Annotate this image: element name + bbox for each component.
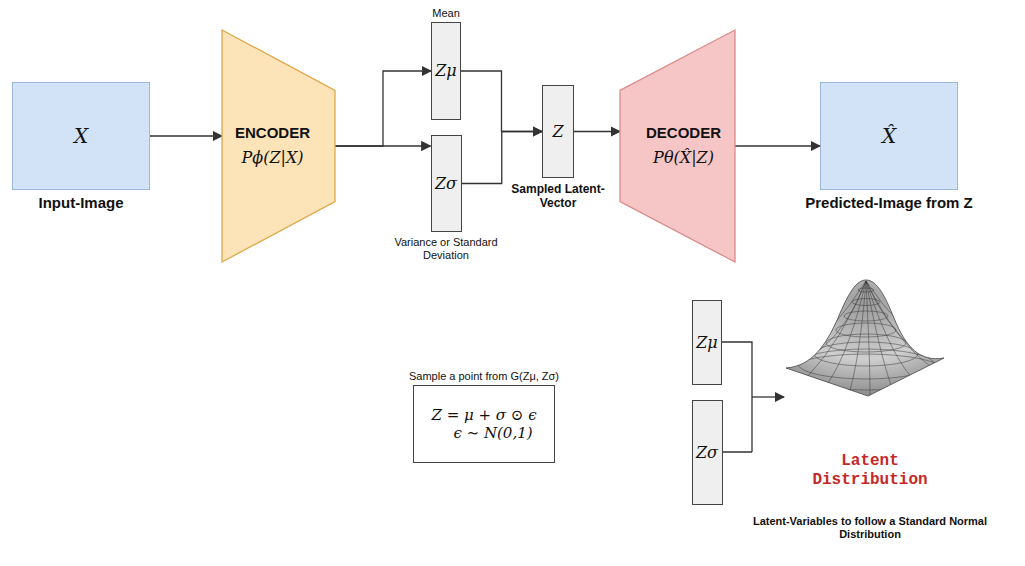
output-image-box: X̂Predicted-Image from Z	[820, 82, 958, 190]
decoder-title: DECODER	[646, 124, 721, 142]
flow-arrow	[335, 71, 431, 146]
flow-arrow	[462, 132, 543, 184]
input-caption: Input-Image	[1, 194, 161, 212]
decoder-trapezoid: DECODER Pθ(X̂|Z)	[620, 30, 735, 262]
flow-arrow	[150, 135, 222, 136]
sigma-symbol: Zσ	[696, 443, 718, 462]
flow-arrow	[574, 131, 620, 132]
distribution-title: Latent Distribution	[805, 452, 935, 490]
output-symbol: X̂	[882, 124, 896, 148]
input-symbol: X	[74, 124, 88, 148]
input-image-box: XInput-Image	[12, 82, 150, 190]
sigma-symbol: Zσ	[435, 174, 457, 193]
latent-vector-box: ZSampled Latent-Vector	[542, 85, 574, 178]
latent-caption: Sampled Latent-Vector	[504, 182, 612, 211]
flow-arrow	[735, 145, 820, 146]
trapezoid-outline	[222, 30, 335, 262]
mean-symbol: Zμ	[696, 333, 718, 352]
flow-arrow	[335, 145, 431, 146]
encoder-trapezoid: ENCODER Pϕ(Z|X)	[222, 30, 335, 262]
mean-vector-box: Zμ	[692, 300, 722, 385]
reparam-formula: Z = μ + σ ⊙ ϵ	[431, 406, 536, 424]
trapezoid-outline	[620, 30, 735, 262]
decoder-formula: Pθ(X̂|Z)	[653, 148, 714, 167]
encoder-title: ENCODER	[235, 124, 310, 142]
sigma-caption: Variance or Standard Deviation	[390, 236, 502, 262]
gaussian-surface	[786, 280, 946, 396]
sampling-caption: Sample a point from G(Zμ, Zσ)	[409, 370, 559, 383]
noise-formula: ϵ ∼ N(0,1)	[435, 424, 532, 442]
encoder-formula: Pϕ(Z|X)	[241, 148, 303, 167]
merge-bracket	[722, 342, 784, 452]
latent-symbol: Z	[552, 122, 563, 141]
mean-vector-box: MeanZμ	[431, 22, 461, 120]
flow-arrow	[461, 71, 542, 132]
sampling-formula-box: Sample a point from G(Zμ, Zσ)Z = μ + σ ⊙…	[413, 385, 555, 463]
sigma-vector-box: Zσ	[692, 400, 723, 505]
output-caption: Predicted-Image from Z	[789, 194, 989, 212]
mean-caption: Mean	[416, 7, 476, 20]
sigma-vector-box: ZσVariance or Standard Deviation	[431, 135, 462, 232]
distribution-note: Latent-Variables to follow a Standard No…	[745, 515, 995, 541]
mean-symbol: Zμ	[435, 61, 457, 80]
